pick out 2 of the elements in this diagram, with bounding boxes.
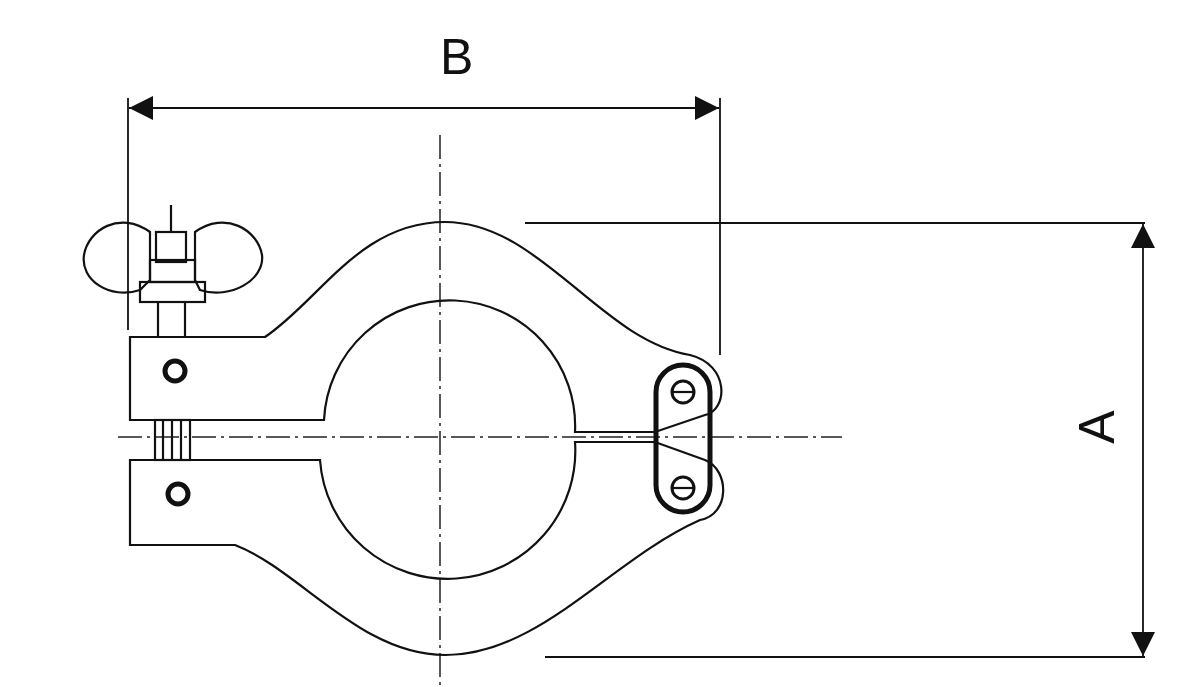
dimension-label: A	[1071, 410, 1122, 444]
dimension-label: B	[440, 32, 474, 82]
